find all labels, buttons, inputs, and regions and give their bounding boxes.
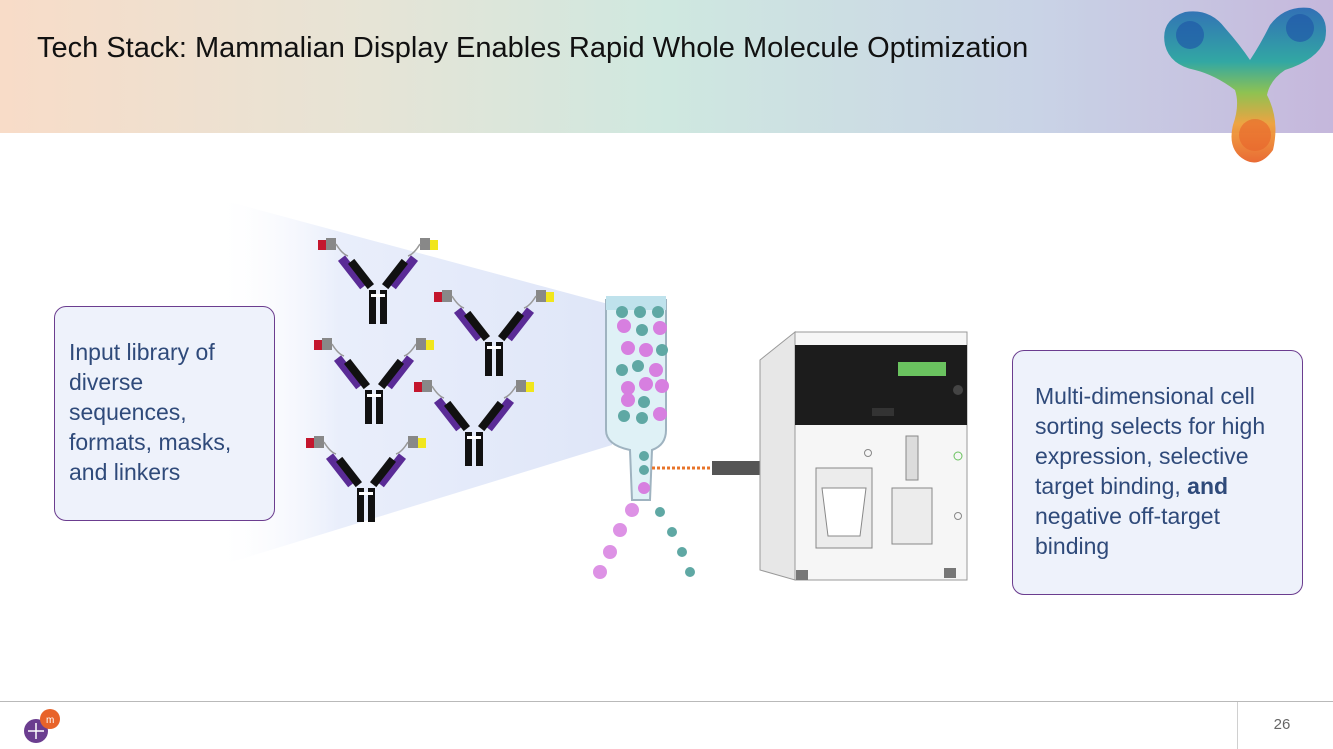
input-library-text: Input library of diverse sequences, form…: [69, 339, 232, 485]
cell-cluster: [593, 306, 695, 579]
cell-sorter-instrument-icon: [759, 330, 968, 581]
antibody-icon: [413, 379, 535, 467]
cell-sorting-text: Multi-dimensional cell sorting selects f…: [1035, 383, 1266, 499]
cell-sorting-text-end: negative off-target binding: [1035, 503, 1220, 559]
antibody-icon: [433, 289, 555, 377]
cell-sorting-box: Multi-dimensional cell sorting selects f…: [1012, 350, 1303, 595]
cell-sorting-bold-text: and: [1187, 473, 1229, 499]
input-library-box: Input library of diverse sequences, form…: [54, 306, 275, 521]
company-logo-icon: m: [24, 709, 60, 743]
footer-divider-line: [0, 701, 1333, 702]
footer-vertical-divider: [1237, 702, 1238, 749]
antibody-icon: [317, 237, 439, 325]
page-number: 26: [1273, 716, 1291, 733]
laser-icon: [652, 461, 762, 475]
antibody-3d-icon: [1164, 7, 1326, 163]
antibody-icon: [305, 435, 427, 523]
svg-text:m: m: [46, 715, 54, 726]
antibody-icon: [313, 337, 435, 425]
header-banner: Tech Stack: Mammalian Display Enables Ra…: [0, 0, 1333, 163]
slide-title: Tech Stack: Mammalian Display Enables Ra…: [37, 32, 1029, 64]
